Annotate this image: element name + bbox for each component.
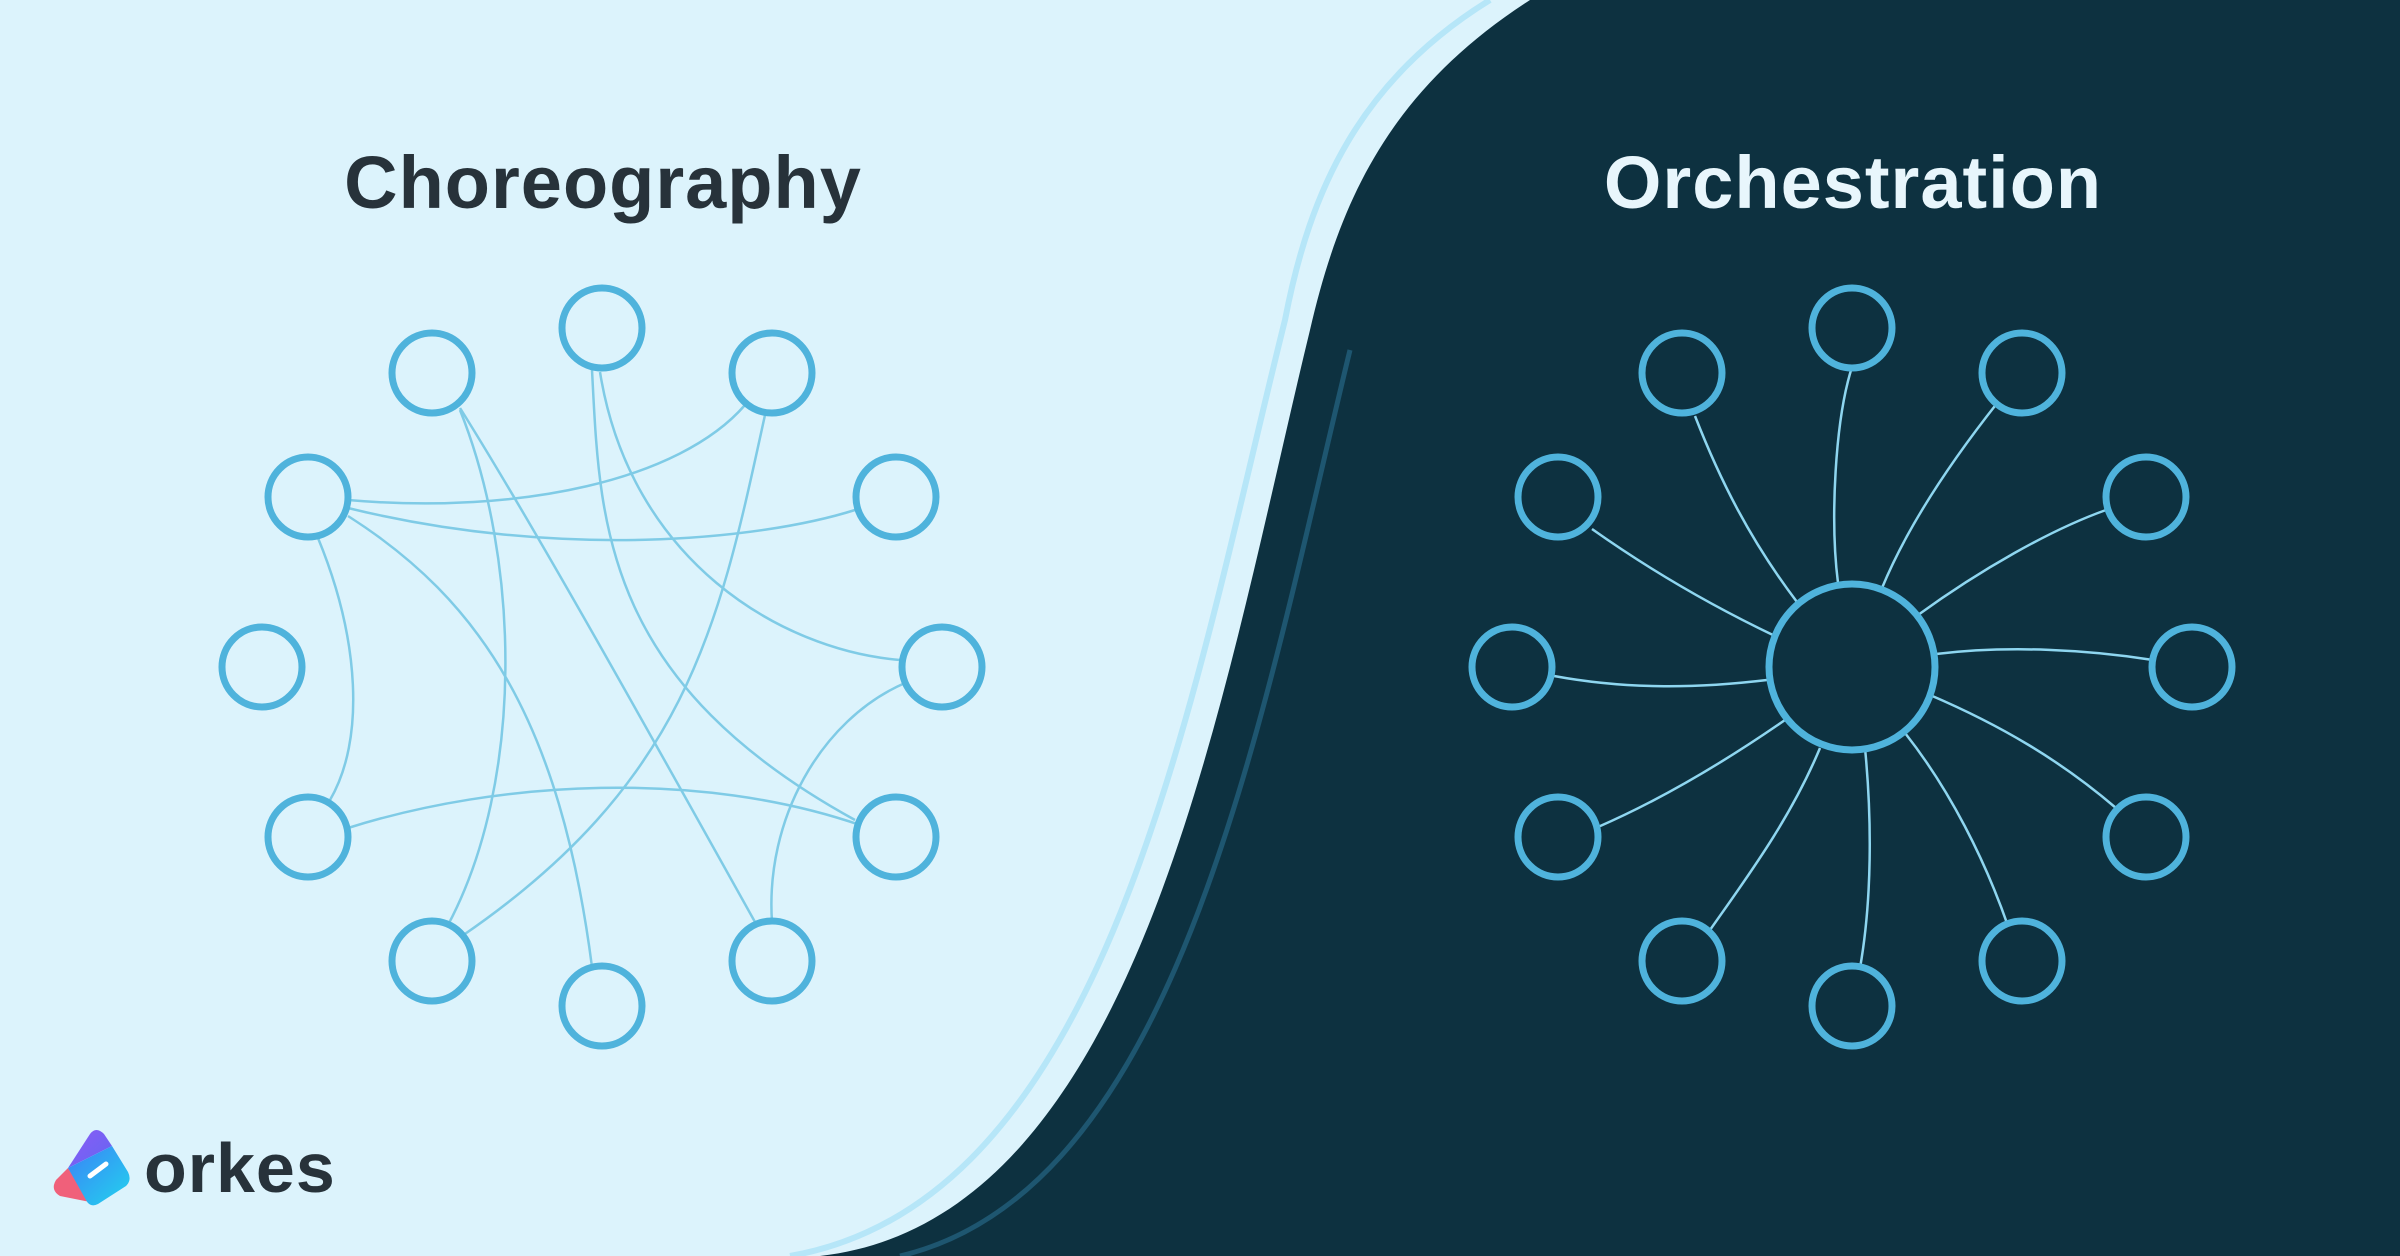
choreo-link bbox=[316, 537, 355, 801]
orch-spoke bbox=[1880, 401, 1999, 589]
choreo-node bbox=[898, 623, 986, 711]
choreo-link bbox=[347, 786, 861, 830]
choreo-link bbox=[598, 371, 901, 662]
orch-node bbox=[1978, 329, 2066, 417]
orch-node bbox=[1808, 962, 1896, 1050]
orch-node bbox=[2102, 793, 2190, 881]
orch-spoke bbox=[1708, 747, 1822, 931]
choreo-link bbox=[347, 404, 746, 505]
orch-node bbox=[1514, 793, 1602, 881]
choreography-nodes bbox=[218, 284, 986, 1050]
choreo-node bbox=[218, 623, 306, 711]
choreo-link bbox=[770, 681, 906, 923]
choreo-link bbox=[347, 506, 856, 542]
choreo-link bbox=[458, 407, 757, 923]
choreo-node bbox=[558, 962, 646, 1050]
orch-node bbox=[2102, 453, 2190, 541]
orkes-logo[interactable]: orkes bbox=[50, 1128, 336, 1208]
orch-spoke bbox=[1591, 527, 1776, 638]
choreography-title: Choreography bbox=[344, 141, 862, 224]
choreo-link bbox=[461, 414, 767, 938]
orch-spoke bbox=[1917, 508, 2107, 617]
inner-curve bbox=[899, 349, 1353, 1256]
choreo-node bbox=[388, 917, 476, 1005]
choreo-node bbox=[558, 284, 646, 372]
choreo-node bbox=[264, 793, 352, 881]
orch-node bbox=[1808, 284, 1896, 372]
orch-node bbox=[1514, 453, 1602, 541]
orch-spoke bbox=[1858, 747, 1871, 969]
orch-spoke bbox=[1693, 415, 1798, 603]
orch-node bbox=[1638, 329, 1726, 417]
logo-text: orkes bbox=[144, 1129, 336, 1207]
orch-hub bbox=[1765, 580, 1939, 754]
orchestration-nodes bbox=[1468, 284, 2236, 1050]
choreo-node bbox=[728, 329, 816, 417]
orchestration-title: Orchestration bbox=[1603, 141, 2103, 224]
choreo-node bbox=[852, 453, 940, 541]
orch-spoke bbox=[1597, 718, 1786, 829]
orch-spoke bbox=[1935, 648, 2154, 662]
orch-spoke bbox=[1904, 732, 2010, 927]
orchestration-links bbox=[1553, 366, 2154, 969]
choreo-node bbox=[264, 453, 352, 541]
choreo-node bbox=[388, 329, 476, 417]
choreography-links bbox=[316, 369, 906, 968]
choreo-node bbox=[728, 917, 816, 1005]
choreo-link bbox=[347, 514, 594, 968]
orch-spoke bbox=[1929, 693, 2117, 809]
orkes-logo-icon bbox=[53, 1130, 130, 1206]
orch-node bbox=[1468, 623, 1556, 711]
orch-spoke bbox=[1833, 366, 1854, 584]
choreo-link bbox=[590, 369, 856, 822]
orch-node bbox=[1978, 917, 2066, 1005]
choreo-link bbox=[446, 409, 507, 926]
orch-node bbox=[2148, 623, 2236, 711]
dark-panel bbox=[820, 0, 2400, 1256]
choreo-node bbox=[852, 793, 940, 881]
orch-spoke bbox=[1553, 674, 1768, 688]
accent-curve bbox=[789, 0, 1492, 1256]
orch-node bbox=[1638, 917, 1726, 1005]
